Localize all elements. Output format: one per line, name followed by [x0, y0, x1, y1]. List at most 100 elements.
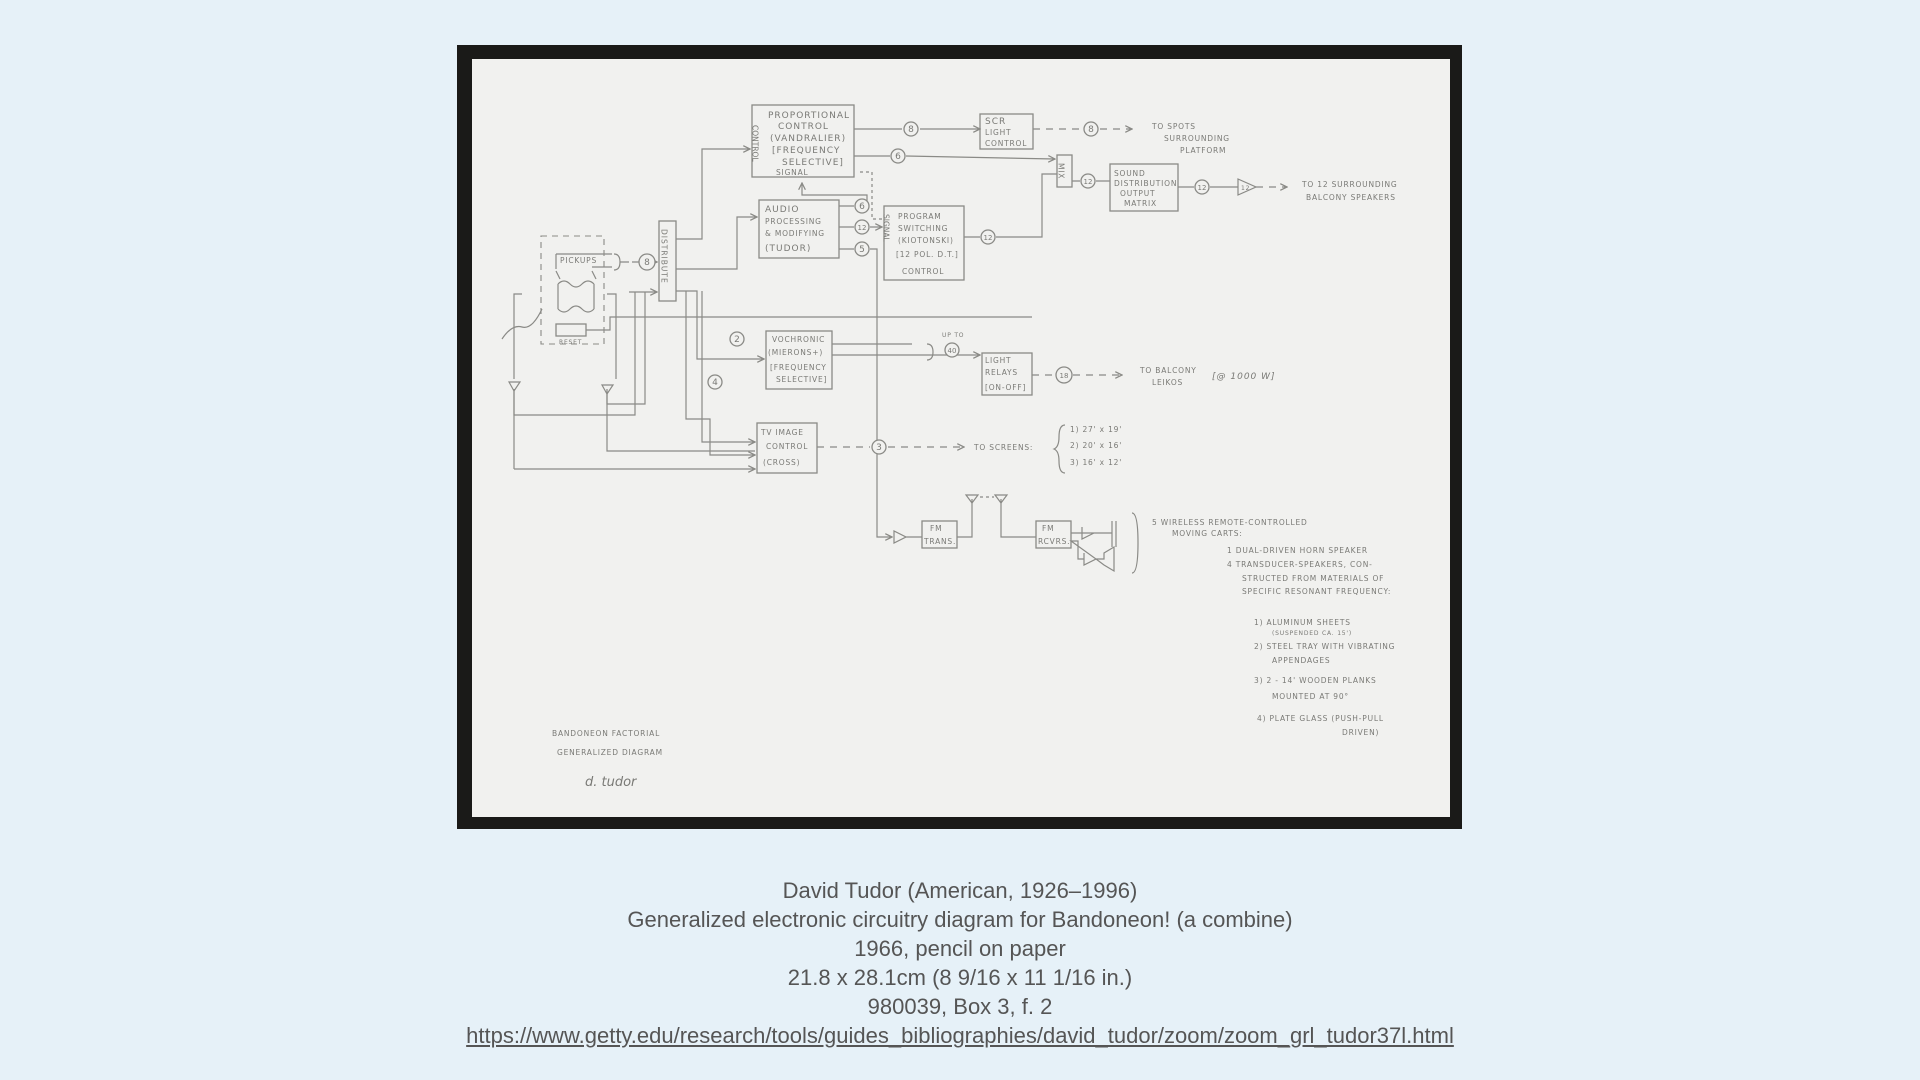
tv-image-control-block: TV IMAGE CONTROL (CROSS) — [756, 422, 818, 474]
svg-text:1 DUAL-DRIVEN HORN SPEAKER: 1 DUAL-DRIVEN HORN SPEAKER — [1227, 546, 1368, 555]
svg-text:DRIVEN): DRIVEN) — [1342, 728, 1379, 737]
svg-text:FM: FM — [1042, 524, 1054, 533]
svg-text:(KIOTONSKI): (KIOTONSKI) — [898, 236, 954, 245]
svg-text:(MIERONS+): (MIERONS+) — [768, 348, 823, 357]
circle-12-program — [980, 229, 996, 245]
caption-date-medium: 1966, pencil on paper — [854, 936, 1066, 961]
svg-text:4 TRANSDUCER-SPEAKERS, CON-: 4 TRANSDUCER-SPEAKERS, CON- — [1227, 560, 1373, 569]
artwork-frame: PROPORTIONAL CONTROL (VANDRALIER) [FREQU… — [457, 45, 1462, 829]
svg-text:12: 12 — [984, 234, 993, 242]
svg-text:APPENDAGES: APPENDAGES — [1272, 656, 1330, 665]
svg-text:TO SPOTS: TO SPOTS — [1151, 122, 1196, 131]
svg-text:TO SCREENS:: TO SCREENS: — [973, 443, 1033, 452]
svg-text:SIGNAL: SIGNAL — [882, 214, 891, 243]
svg-text:PLATFORM: PLATFORM — [1180, 146, 1226, 155]
audio-processing-block: AUDIO PROCESSING & MODIFYING (TUDOR) — [758, 199, 840, 259]
svg-text:LIGHT: LIGHT — [985, 356, 1011, 365]
caption-artist: David Tudor (American, 1926–1996) — [782, 878, 1138, 903]
svg-text:CONTROL: CONTROL — [778, 122, 829, 132]
svg-text:OUTPUT: OUTPUT — [1120, 189, 1155, 198]
circle-12-audio — [854, 219, 870, 235]
circle-6-mix — [890, 148, 906, 164]
proportional-control-block: PROPORTIONAL CONTROL (VANDRALIER) [FREQU… — [751, 104, 855, 178]
circle-40 — [944, 342, 960, 358]
svg-text:BALCONY SPEAKERS: BALCONY SPEAKERS — [1306, 193, 1396, 202]
svg-text:FM: FM — [930, 524, 942, 533]
svg-text:1) ALUMINUM SHEETS: 1) ALUMINUM SHEETS — [1254, 618, 1351, 627]
svg-text:3) 16' x 12': 3) 16' x 12' — [1070, 458, 1122, 467]
svg-text:AUDIO: AUDIO — [765, 205, 799, 215]
svg-text:MIX: MIX — [1057, 163, 1066, 179]
svg-text:12: 12 — [1241, 185, 1250, 192]
svg-text:MATRIX: MATRIX — [1124, 199, 1157, 208]
artwork-paper: PROPORTIONAL CONTROL (VANDRALIER) [FREQU… — [472, 59, 1450, 817]
svg-text:TO BALCONY: TO BALCONY — [1139, 366, 1197, 375]
circle-8-scr — [903, 121, 919, 137]
svg-text:SOUND: SOUND — [1114, 169, 1146, 178]
svg-text:RCVRS.: RCVRS. — [1038, 537, 1070, 546]
svg-text:BANDONEON FACTORIAL: BANDONEON FACTORIAL — [552, 729, 660, 738]
vochronic-block: VOCHRONIC (MIERONS+) [FREQUENCY SELECTIV… — [765, 330, 833, 390]
svg-text:6: 6 — [895, 152, 901, 162]
svg-text:12: 12 — [1198, 184, 1207, 192]
sound-distribution-block: SOUND DISTRIBUTION OUTPUT MATRIX — [1109, 163, 1179, 212]
svg-text:CONTROL: CONTROL — [766, 442, 808, 451]
circle-3 — [871, 439, 887, 455]
svg-text:& MODIFYING: & MODIFYING — [765, 229, 825, 238]
circuit-diagram: PROPORTIONAL CONTROL (VANDRALIER) [FREQU… — [501, 104, 1397, 790]
svg-text:(VANDRALIER): (VANDRALIER) — [770, 134, 846, 144]
svg-text:SELECTIVE]: SELECTIVE] — [782, 158, 844, 168]
caption-dimensions: 21.8 x 28.1cm (8 9/16 x 11 1/16 in.) — [787, 965, 1133, 990]
svg-text:STRUCTED FROM MATERIALS OF: STRUCTED FROM MATERIALS OF — [1242, 574, 1384, 583]
svg-text:40: 40 — [948, 347, 957, 355]
svg-text:12: 12 — [858, 224, 867, 232]
svg-text:[@ 1000 W]: [@ 1000 W] — [1212, 372, 1276, 382]
program-switching-block: PROGRAM SWITCHING (KIOTONSKI) [12 POL. D… — [882, 205, 965, 281]
caption-accession: 980039, Box 3, f. 2 — [867, 994, 1053, 1019]
circle-8-pickups — [638, 253, 656, 271]
svg-text:[FREQUENCY: [FREQUENCY — [772, 146, 840, 156]
svg-text:4: 4 — [712, 378, 718, 388]
circle-18 — [1055, 366, 1073, 384]
svg-text:SCR: SCR — [985, 117, 1006, 127]
svg-text:RELAYS: RELAYS — [985, 368, 1018, 377]
light-relays-block: LIGHT RELAYS [ON-OFF] — [981, 352, 1033, 396]
svg-text:GENERALIZED DIAGRAM: GENERALIZED DIAGRAM — [557, 748, 663, 757]
svg-text:SELECTIVE]: SELECTIVE] — [776, 375, 827, 384]
svg-text:(TUDOR): (TUDOR) — [765, 244, 811, 254]
svg-text:[FREQUENCY: [FREQUENCY — [770, 363, 827, 372]
svg-text:SPECIFIC RESONANT FREQUENCY:: SPECIFIC RESONANT FREQUENCY: — [1242, 587, 1391, 596]
annotations: TO SPOTS SURROUNDING PLATFORM TO 12 SURR… — [552, 122, 1397, 790]
svg-text:SIGNAL: SIGNAL — [776, 168, 809, 177]
svg-text:5 WIRELESS REMOTE-CONTROLLED: 5 WIRELESS REMOTE-CONTROLLED — [1152, 518, 1308, 527]
svg-text:DISTRIBUTE: DISTRIBUTE — [660, 229, 669, 284]
circuit-wires — [507, 129, 1287, 574]
svg-text:TRANS.: TRANS. — [923, 537, 956, 546]
svg-text:PROCESSING: PROCESSING — [765, 217, 822, 226]
svg-text:18: 18 — [1060, 372, 1069, 380]
caption-source-link[interactable]: https://www.getty.edu/research/tools/gui… — [466, 1023, 1454, 1048]
svg-text:RESET: RESET — [559, 339, 582, 346]
distribute-block: DISTRIBUTE — [658, 220, 677, 302]
circle-2 — [729, 331, 745, 347]
svg-text:DISTRIBUTION: DISTRIBUTION — [1114, 179, 1177, 188]
svg-text:12: 12 — [1084, 178, 1093, 186]
svg-text:3: 3 — [876, 443, 882, 453]
svg-text:SURROUNDING: SURROUNDING — [1164, 134, 1230, 143]
circle-4 — [707, 374, 723, 390]
svg-text:SWITCHING: SWITCHING — [898, 224, 948, 233]
circle-8-spots — [1083, 121, 1099, 137]
svg-text:8: 8 — [908, 125, 914, 135]
svg-text:TV IMAGE: TV IMAGE — [760, 428, 804, 437]
svg-text:PROPORTIONAL: PROPORTIONAL — [768, 111, 850, 121]
svg-text:d. tudor: d. tudor — [585, 775, 638, 790]
svg-text:8: 8 — [1088, 125, 1094, 135]
svg-text:2) STEEL TRAY WITH VIBRATING: 2) STEEL TRAY WITH VIBRATING — [1254, 642, 1395, 651]
caption-title: Generalized electronic circuitry diagram… — [627, 907, 1293, 932]
svg-text:PROGRAM: PROGRAM — [898, 212, 942, 221]
circle-12-mix — [1080, 173, 1096, 189]
svg-text:[ON-OFF]: [ON-OFF] — [985, 383, 1026, 392]
svg-text:PICKUPS: PICKUPS — [560, 256, 597, 265]
svg-text:(CROSS): (CROSS) — [763, 458, 800, 467]
svg-text:2) 20' x 16': 2) 20' x 16' — [1070, 441, 1122, 450]
